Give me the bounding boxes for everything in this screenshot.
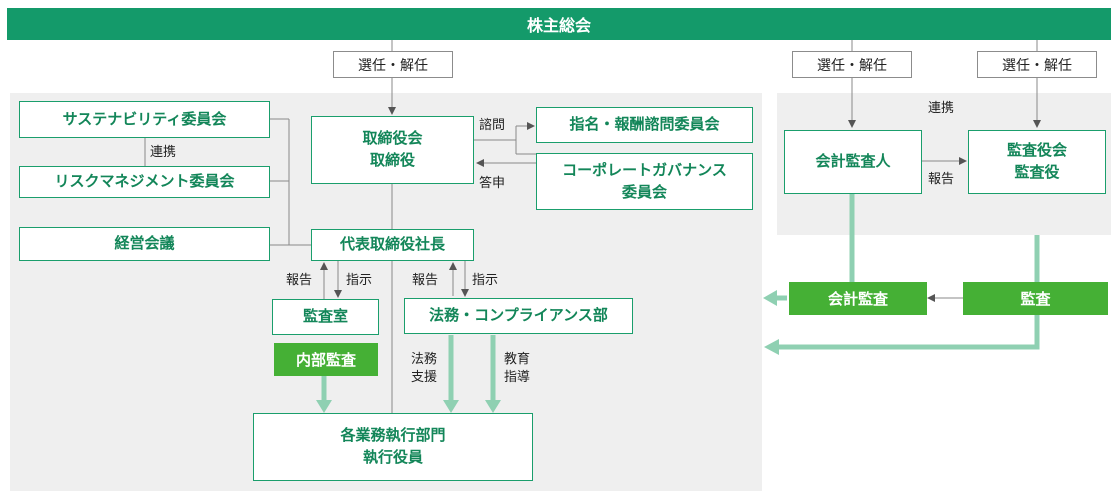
education-guidance-label: 教育 指導	[504, 351, 530, 386]
instruct-label-compliance: 指示	[472, 273, 499, 288]
sustainability-committee-label: サステナビリティ委員会	[62, 109, 227, 128]
audit-and-supervisory-board: 監査役会 監査役	[968, 130, 1106, 194]
education-guidance-line2: 指導	[504, 369, 531, 385]
corporate-governance-committee-line1: コーポレートガバナンス	[562, 160, 727, 179]
audit-and-supervisory-board-line1: 監査役会	[1006, 141, 1067, 160]
president-ceo: 代表取締役社長	[311, 229, 474, 261]
legal-support-line2: 支援	[411, 369, 438, 385]
legal-compliance-department: 法務・コンプライアンス部	[404, 298, 633, 334]
audit-office-label: 監査室	[302, 307, 348, 326]
business-divisions-line1: 各業務執行部門	[340, 426, 446, 445]
board-of-directors: 取締役会 取締役	[311, 116, 474, 184]
consult-label: 諮問	[479, 118, 506, 133]
report-answer-label: 答申	[479, 176, 506, 191]
management-meeting: 経営会議	[19, 227, 270, 261]
legal-support-label: 法務 支援	[411, 351, 437, 386]
election-label-audit-board: 選任・解任	[977, 51, 1097, 78]
legal-support-line1: 法務	[411, 352, 438, 367]
auditors-report-label: 報告	[928, 172, 955, 187]
board-of-directors-line1: 取締役会	[362, 129, 423, 148]
risk-management-committee-label: リスクマネジメント委員会	[54, 172, 235, 191]
internal-audit-label: 内部監査	[274, 343, 378, 376]
business-divisions-line2: 執行役員	[362, 448, 423, 466]
legal-compliance-department-label: 法務・コンプライアンス部	[429, 306, 608, 325]
election-label-accounting-auditor: 選任・解任	[792, 51, 912, 78]
audit-office: 監査室	[272, 299, 379, 335]
audit-and-supervisory-board-line2: 監査役	[1014, 163, 1060, 181]
corporate-governance-committee-line2: 委員会	[621, 182, 667, 201]
education-guidance-line1: 教育	[504, 352, 531, 367]
business-divisions: 各業務執行部門 執行役員	[253, 413, 533, 481]
accounting-audit-label: 会計監査	[789, 282, 927, 315]
risk-management-committee: リスクマネジメント委員会	[19, 166, 270, 198]
auditors-link-label: 連携	[928, 101, 955, 116]
report-label-compliance: 報告	[412, 273, 439, 288]
committees-link-label: 連携	[150, 145, 177, 160]
instruct-label-audit-office: 指示	[346, 273, 373, 288]
management-meeting-label: 経営会議	[114, 234, 175, 253]
nomination-compensation-committee: 指名・報酬諮問委員会	[536, 107, 753, 143]
report-label-audit-office: 報告	[286, 273, 313, 288]
sustainability-committee: サステナビリティ委員会	[19, 101, 270, 138]
president-ceo-label: 代表取締役社長	[339, 235, 445, 254]
accounting-auditor-label: 会計監査人	[815, 152, 891, 171]
corporate-governance-committee: コーポレートガバナンス 委員会	[536, 153, 753, 210]
audit-label: 監査	[963, 282, 1108, 315]
shareholders-meeting-bar: 株主総会	[7, 8, 1111, 40]
board-of-directors-line2: 取締役	[369, 151, 415, 169]
election-label-board: 選任・解任	[333, 51, 453, 78]
accounting-auditor: 会計監査人	[784, 130, 922, 194]
nomination-compensation-committee-label: 指名・報酬諮問委員会	[569, 115, 720, 134]
